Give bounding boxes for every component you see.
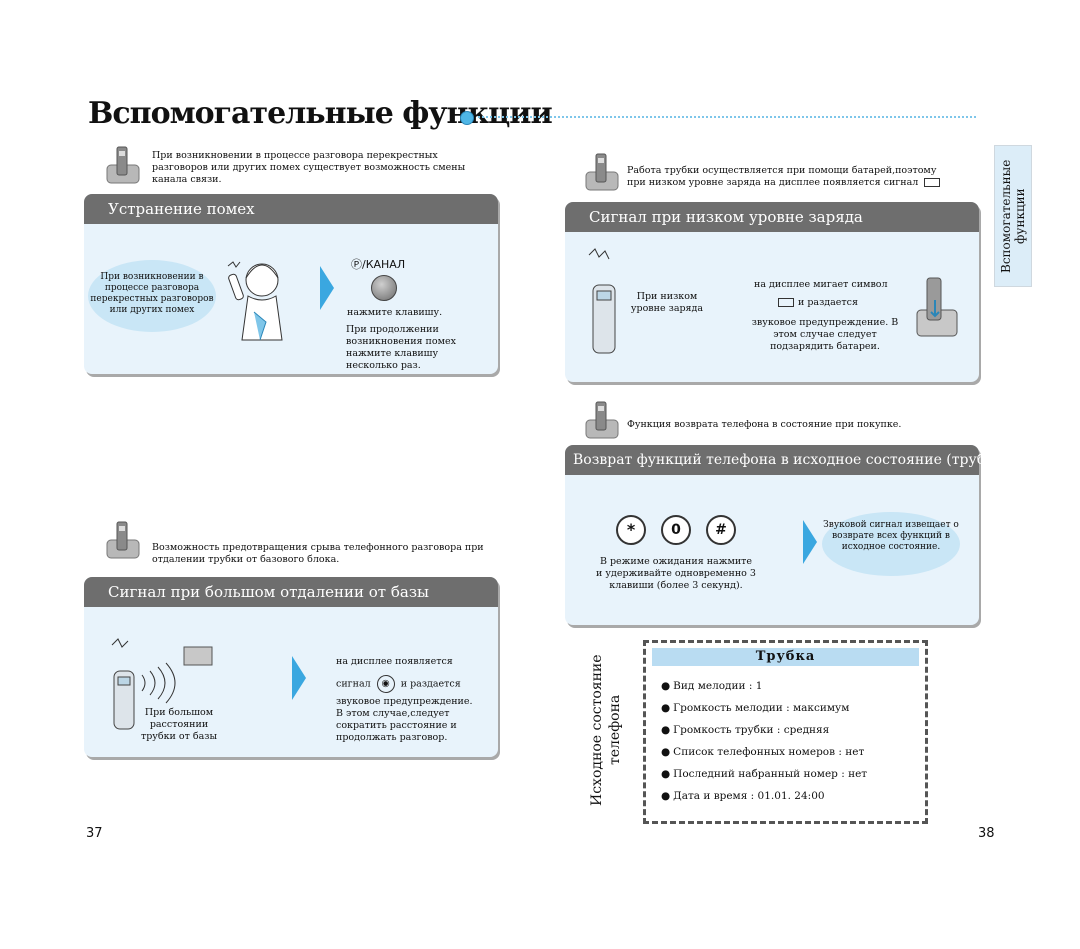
defaults-side-label: Исходное состояние телефона (588, 645, 634, 815)
phone-base-icon-3 (585, 153, 619, 191)
key-hash-button[interactable]: # (706, 515, 736, 545)
far-arrow-icon (292, 656, 306, 700)
defaults-item: Дата и время : 01.01. 24:00 (661, 790, 824, 802)
battery-blink-icon (778, 298, 794, 307)
interference-continue: При продолжении возникновения помех нажм… (346, 324, 456, 371)
defaults-item: Громкость трубки : средняя (661, 724, 829, 736)
reset-bubble-text: Звуковой сигнал извещает о возврате всех… (823, 520, 959, 552)
title-bullet-icon (460, 111, 474, 125)
battery-label: При низком уровне заряда (630, 291, 704, 314)
battery-title: Сигнал при низком уровне заряда (565, 202, 979, 232)
phone-base-icon (106, 146, 140, 184)
defaults-item: Список телефонных номеров : нет (661, 746, 864, 758)
page-number-left: 37 (86, 826, 103, 841)
battery-panel: Сигнал при низком уровне заряда (565, 202, 979, 382)
far-line2a: сигнал (336, 678, 371, 690)
side-tab-label: Вспомогательные функции (999, 159, 1027, 273)
page-number-right: 38 (978, 826, 995, 841)
far-line2b: и раздается (400, 678, 461, 690)
interference-bubble: При возникновении в процессе разговора п… (88, 260, 216, 332)
far-line2: сигнал ◉ и раздается (336, 675, 461, 693)
reset-bubble: Звуковой сигнал извещает о возврате всех… (822, 512, 960, 576)
defaults-box: Трубка Вид мелодии : 1 Громкость мелодии… (643, 640, 928, 824)
far-panel: Сигнал при большом отдалении от базы (84, 577, 498, 757)
far-title: Сигнал при большом отдалении от базы (84, 577, 498, 607)
reset-arrow-icon (803, 520, 817, 564)
defaults-item: Громкость мелодии : максимум (661, 702, 849, 714)
battery-rest: звуковое предупреждение. В этом случае с… (751, 317, 899, 352)
battery-line1: на дисплее мигает символ (754, 279, 888, 290)
channel-button[interactable] (371, 275, 397, 301)
far-label: При большом расстоянии трубки от базы (140, 707, 218, 742)
defaults-heading: Трубка (652, 648, 919, 666)
battery-intro-text: Работа трубки осуществляется при помощи … (627, 165, 937, 188)
reset-instruction: В режиме ожидания нажмите и удерживайте … (596, 556, 756, 591)
interference-bubble-text: При возникновении в процессе разговора п… (90, 272, 214, 315)
channel-power-icon: Ⓟ (351, 258, 362, 271)
interference-arrow-icon (320, 266, 334, 310)
defaults-item: Последний набранный номер : нет (661, 768, 867, 780)
page-title: Вспомогательные функции (88, 96, 553, 131)
key-star-button[interactable]: * (616, 515, 646, 545)
side-tab[interactable]: Вспомогательные функции (994, 145, 1032, 287)
interference-title: Устранение помех (84, 194, 498, 224)
far-line1: на дисплее появляется (336, 656, 453, 667)
title-divider (478, 116, 976, 118)
reset-title: Возврат функций телефона в исходное сост… (565, 445, 1008, 475)
far-rest: звуковое предупреждение. В этом случае,с… (336, 696, 473, 743)
channel-key-text: /КАНАЛ (362, 258, 406, 271)
signal-antenna-icon: ◉ (376, 675, 395, 693)
channel-key-label: Ⓟ/КАНАЛ (351, 256, 405, 272)
interference-intro: При возникновении в процессе разговора п… (152, 150, 466, 185)
phone-base-icon-2 (106, 521, 140, 559)
battery-intro: Работа трубки осуществляется при помощи … (627, 165, 957, 189)
press-key-text: нажмите клавишу. (347, 307, 443, 318)
battery-low-icon (924, 178, 941, 187)
key-zero-button[interactable]: 0 (661, 515, 691, 545)
phone-base-icon-4 (585, 401, 619, 439)
defaults-side-label-text: Исходное состояние телефона (589, 654, 623, 806)
charging-base-icon (916, 277, 958, 337)
woman-phone-icon (227, 261, 283, 341)
reset-intro: Функция возврата телефона в состояние пр… (627, 419, 902, 430)
battery-line2-text: и раздается (798, 297, 858, 308)
handset-far-icon (111, 638, 213, 730)
handset-battery-icon (588, 248, 616, 354)
defaults-item: Вид мелодии : 1 (661, 680, 762, 692)
battery-line2: и раздается (778, 297, 858, 309)
far-intro: Возможность предотвращения срыва телефон… (152, 542, 484, 565)
